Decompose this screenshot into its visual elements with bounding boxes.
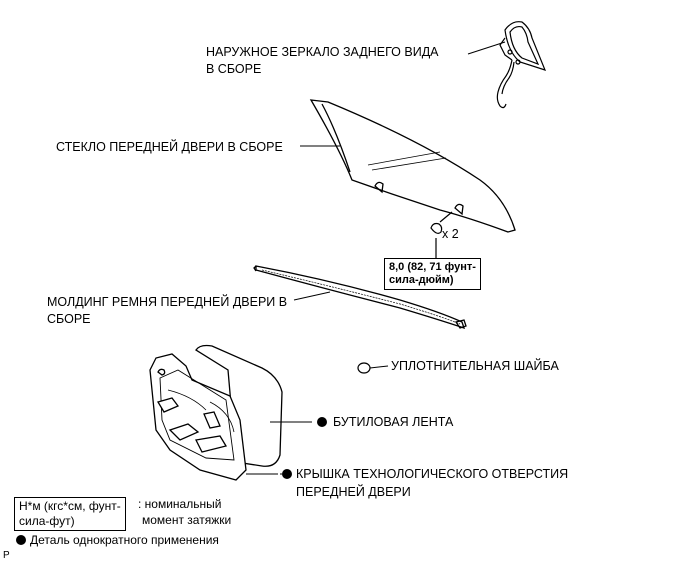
bolt-multiplier: x 2 (442, 227, 459, 241)
legend-torque-line2: сила-фут) (19, 514, 75, 528)
legend-nonreusable-text: Деталь однократного применения (30, 533, 219, 547)
corner-mark: P (3, 550, 10, 561)
cover-label-line2: ПЕРЕДНЕЙ ДВЕРИ (296, 485, 411, 499)
torque-spec-line2: сила-дюйм) (389, 274, 454, 286)
molding-leader (293, 291, 331, 301)
door-glass-drawing (309, 99, 516, 233)
molding-label-line2: СБОРЕ (47, 312, 91, 326)
washer-leader (369, 365, 389, 369)
bolt-drawing (430, 211, 453, 258)
butyl-label: БУТИЛОВАЯ ЛЕНТА (333, 415, 454, 429)
legend-torque-desc-line1: : номинальный (138, 497, 222, 511)
nonreusable-legend-icon (16, 535, 26, 545)
seal-washer-drawing (357, 362, 371, 374)
nonreusable-butyl-icon (317, 417, 327, 427)
glass-label: СТЕКЛО ПЕРЕДНЕЙ ДВЕРИ В СБОРЕ (56, 140, 283, 154)
mirror-label-line1: НАРУЖНОЕ ЗЕРКАЛО ЗАДНЕГО ВИДА (206, 45, 439, 59)
legend-torque-desc-line2: момент затяжки (142, 513, 232, 527)
mirror-leader (467, 41, 506, 55)
torque-spec-box: 8,0 (82, 71 фунт- сила-дюйм) (384, 258, 481, 290)
outside-mirror-drawing (496, 21, 547, 109)
washer-label: УПЛОТНИТЕЛЬНАЯ ШАЙБА (391, 359, 559, 373)
door-panel-drawing (149, 353, 247, 481)
molding-label-line1: МОЛДИНГ РЕМНЯ ПЕРЕДНЕЙ ДВЕРИ В (47, 295, 288, 309)
belt-molding-drawing (253, 265, 467, 330)
hole-cover-drawing (195, 344, 283, 467)
cover-label-line1: КРЫШКА ТЕХНОЛОГИЧЕСКОГО ОТВЕРСТИЯ (296, 467, 569, 481)
torque-spec-line1: 8,0 (82, 71 фунт- (389, 261, 476, 273)
nonreusable-cover-icon (282, 469, 292, 479)
mirror-label-line2: В СБОРЕ (206, 62, 262, 76)
legend-torque-line1: Н*м (кгс*см, фунт- (19, 499, 121, 513)
legend-torque-box: Н*м (кгс*см, фунт- сила-фут) (14, 497, 126, 531)
